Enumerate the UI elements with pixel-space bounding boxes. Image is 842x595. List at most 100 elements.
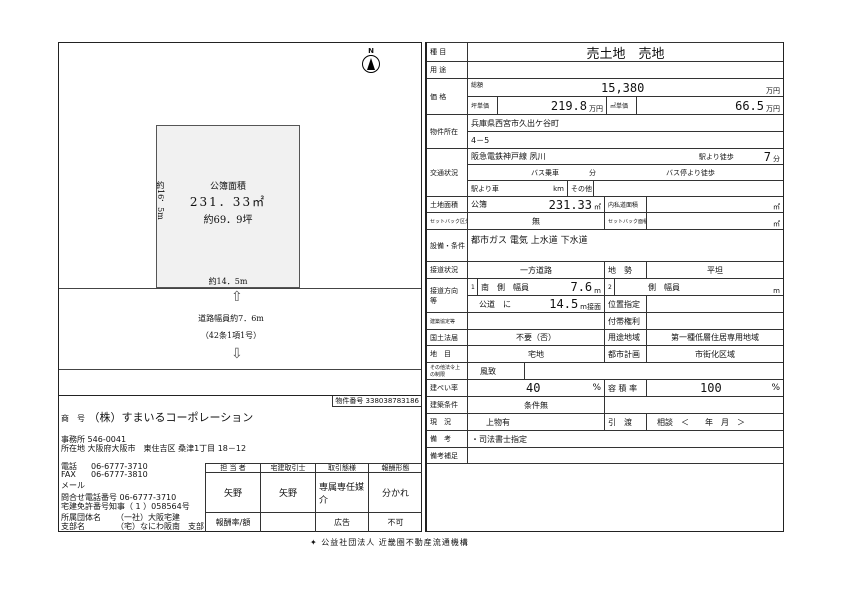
branch: （宅）なにわ阪南 支部 <box>116 522 204 531</box>
header-transaction: 取引態様 <box>316 464 369 472</box>
road-kind: 公道 に <box>479 299 511 309</box>
company-panel: 物件番号 338038783186 商 号 （株）すまいるコーポレーション 事務… <box>58 395 422 532</box>
branch-row: 支部名 （宅）なにわ阪南 支部 <box>61 521 204 532</box>
land-area: 231.33 <box>548 197 592 212</box>
row-remarks2: 備考補足 <box>427 447 783 464</box>
bcr: 40 <box>526 381 541 395</box>
bus-walk-label: バス停より徒歩 <box>666 168 715 177</box>
header-fee-type: 報酬形態 <box>381 464 410 472</box>
company-name-label: 商 号 <box>61 414 85 423</box>
other-law: 風致 <box>468 363 525 379</box>
facilities-label: 設備・条件 <box>427 230 468 261</box>
plan-label: 都市計画 <box>605 346 647 362</box>
bcr-label: 建ぺい率 <box>427 380 468 396</box>
row-facilities: 設備・条件都市ガス 電気 上水道 下水道 <box>427 229 783 261</box>
sqm-price: 66.5 <box>735 98 764 113</box>
private-road-unit: ㎡ <box>773 203 780 211</box>
type-label: 種 目 <box>427 43 468 61</box>
row-build-cond: 建築条件条件無 <box>427 396 783 413</box>
address-row: 所在地 大阪府大阪市 東住吉区 桑津1丁目 18－12 <box>61 443 246 454</box>
facilities: 都市ガス 電気 上水道 下水道 <box>471 236 588 246</box>
tsubo-price: 219.8 <box>550 98 587 113</box>
sqm-price-label: ㎡単価 <box>607 97 637 114</box>
traffic-label: 交通状況 <box>427 149 468 196</box>
build-cond-label: 建築条件 <box>427 397 468 413</box>
inquiry-phone: 問合せ電話番号 06-6777-3710 <box>61 493 177 502</box>
tel: 06-6777-3710 <box>91 462 148 471</box>
fax-row: FAX 06-6777-3810 <box>61 470 148 479</box>
map-panel: N 公簿面積 231．33㎡ 約69．9坪 約16．5m 約14．5m ⇧ 道路… <box>58 42 422 396</box>
area-tsubo: 約69．9坪 <box>203 215 253 226</box>
land-kind: 公簿 <box>471 200 487 209</box>
agent-table: 担 当 者 宅建取引士 取引態様 報酬形態 矢野 矢野 専属専任媒介 分かれ 報… <box>205 463 422 532</box>
row-type: 種 目 売土地 売地 <box>427 42 783 61</box>
setback-area-unit: ㎡ <box>773 220 780 228</box>
category-label: 地 目 <box>427 346 468 362</box>
sqm-price-unit: 万円 <box>766 105 780 113</box>
other-law-label: その他法令上の制限 <box>427 363 468 379</box>
car-label: 駅より車 <box>471 184 499 193</box>
postal-code: 546-0041 <box>87 435 127 444</box>
walk-label: 駅より徒歩 <box>698 152 734 161</box>
tsubo-label: 坪単価 <box>468 97 498 114</box>
far-unit: % <box>771 383 780 393</box>
far: 100 <box>700 381 722 395</box>
company-name: （株）すまいるコーポレーション <box>88 411 254 424</box>
road2-side: 側 幅員 <box>648 282 680 292</box>
north-label: N <box>368 47 374 55</box>
walk-unit: 分 <box>773 155 780 163</box>
road1-width: 7.6 <box>570 280 593 294</box>
row-use: 用 途 <box>427 61 783 78</box>
car-unit: km <box>553 184 564 193</box>
row-agreement: 建築協定等付帯権利 <box>427 312 783 329</box>
company-name-row: 商 号 （株）すまいるコーポレーション <box>61 409 253 425</box>
agent: 矢野 <box>206 473 261 512</box>
handover: 相談 ＜ 年 月 ＞ <box>657 417 745 427</box>
office-row: 事務所 546-0041 <box>61 434 126 445</box>
area-sqm: 231．33㎡ <box>189 195 267 209</box>
assoc-row: 所属団体名（一社）大阪宅建 <box>61 512 180 523</box>
footer-organization: ✦ 公益社団法人 近畿圏不動産流通機構 <box>310 537 469 548</box>
ad-label: 広告 <box>316 513 369 532</box>
other-label: その他 <box>568 181 594 196</box>
type: 売土地 売地 <box>586 46 665 62</box>
header-agent: 担 当 者 <box>206 464 261 472</box>
fee-label: 報酬率/額 <box>206 513 261 532</box>
nla: 不要（否） <box>468 330 605 345</box>
road1-no: 1 <box>468 279 478 295</box>
train-line: 阪急電鉄神戸線 夙川 <box>471 152 546 161</box>
down-arrow-icon: ⇩ <box>231 346 243 362</box>
remarks-label: 備 考 <box>427 431 468 447</box>
setback: 無 <box>468 213 605 229</box>
location-2: 4－5 <box>471 135 490 145</box>
footer-text: 公益社団法人 近畿圏不動産流通機構 <box>321 538 469 547</box>
use <box>468 62 783 78</box>
row-nla: 国土法届不要（否）用途地域第一種低層住居専用地域 <box>427 329 783 345</box>
ad: 不可 <box>387 518 404 527</box>
tsubo-unit: 万円 <box>589 105 603 113</box>
fax-label: FAX <box>61 470 76 479</box>
total-unit: 万円 <box>766 87 780 95</box>
status: 上物有 <box>468 414 605 430</box>
terrain: 平坦 <box>707 265 723 275</box>
fee-type: 分かれ <box>381 489 409 499</box>
license-number: 宅建免許番号知事（ 1 ）058564号 <box>61 502 190 511</box>
land-area-unit: ㎡ <box>594 203 601 211</box>
total-price: 15,380 <box>601 80 645 95</box>
plan: 市街化区域 <box>695 349 735 359</box>
frontage: 14.5 <box>549 297 579 311</box>
road-status-label: 接道状況 <box>427 262 468 278</box>
bus-label: バス乗車 <box>531 168 559 177</box>
road-edge-bottom <box>59 369 421 370</box>
agreement-label: 建築協定等 <box>427 313 468 329</box>
depth-label: 約16．5m <box>156 181 165 220</box>
fax: 06-6777-3810 <box>91 470 148 479</box>
terrain-label: 地 勢 <box>605 262 647 278</box>
branch-label: 支部名 <box>61 522 85 531</box>
position-label: 位置指定 <box>605 296 647 312</box>
